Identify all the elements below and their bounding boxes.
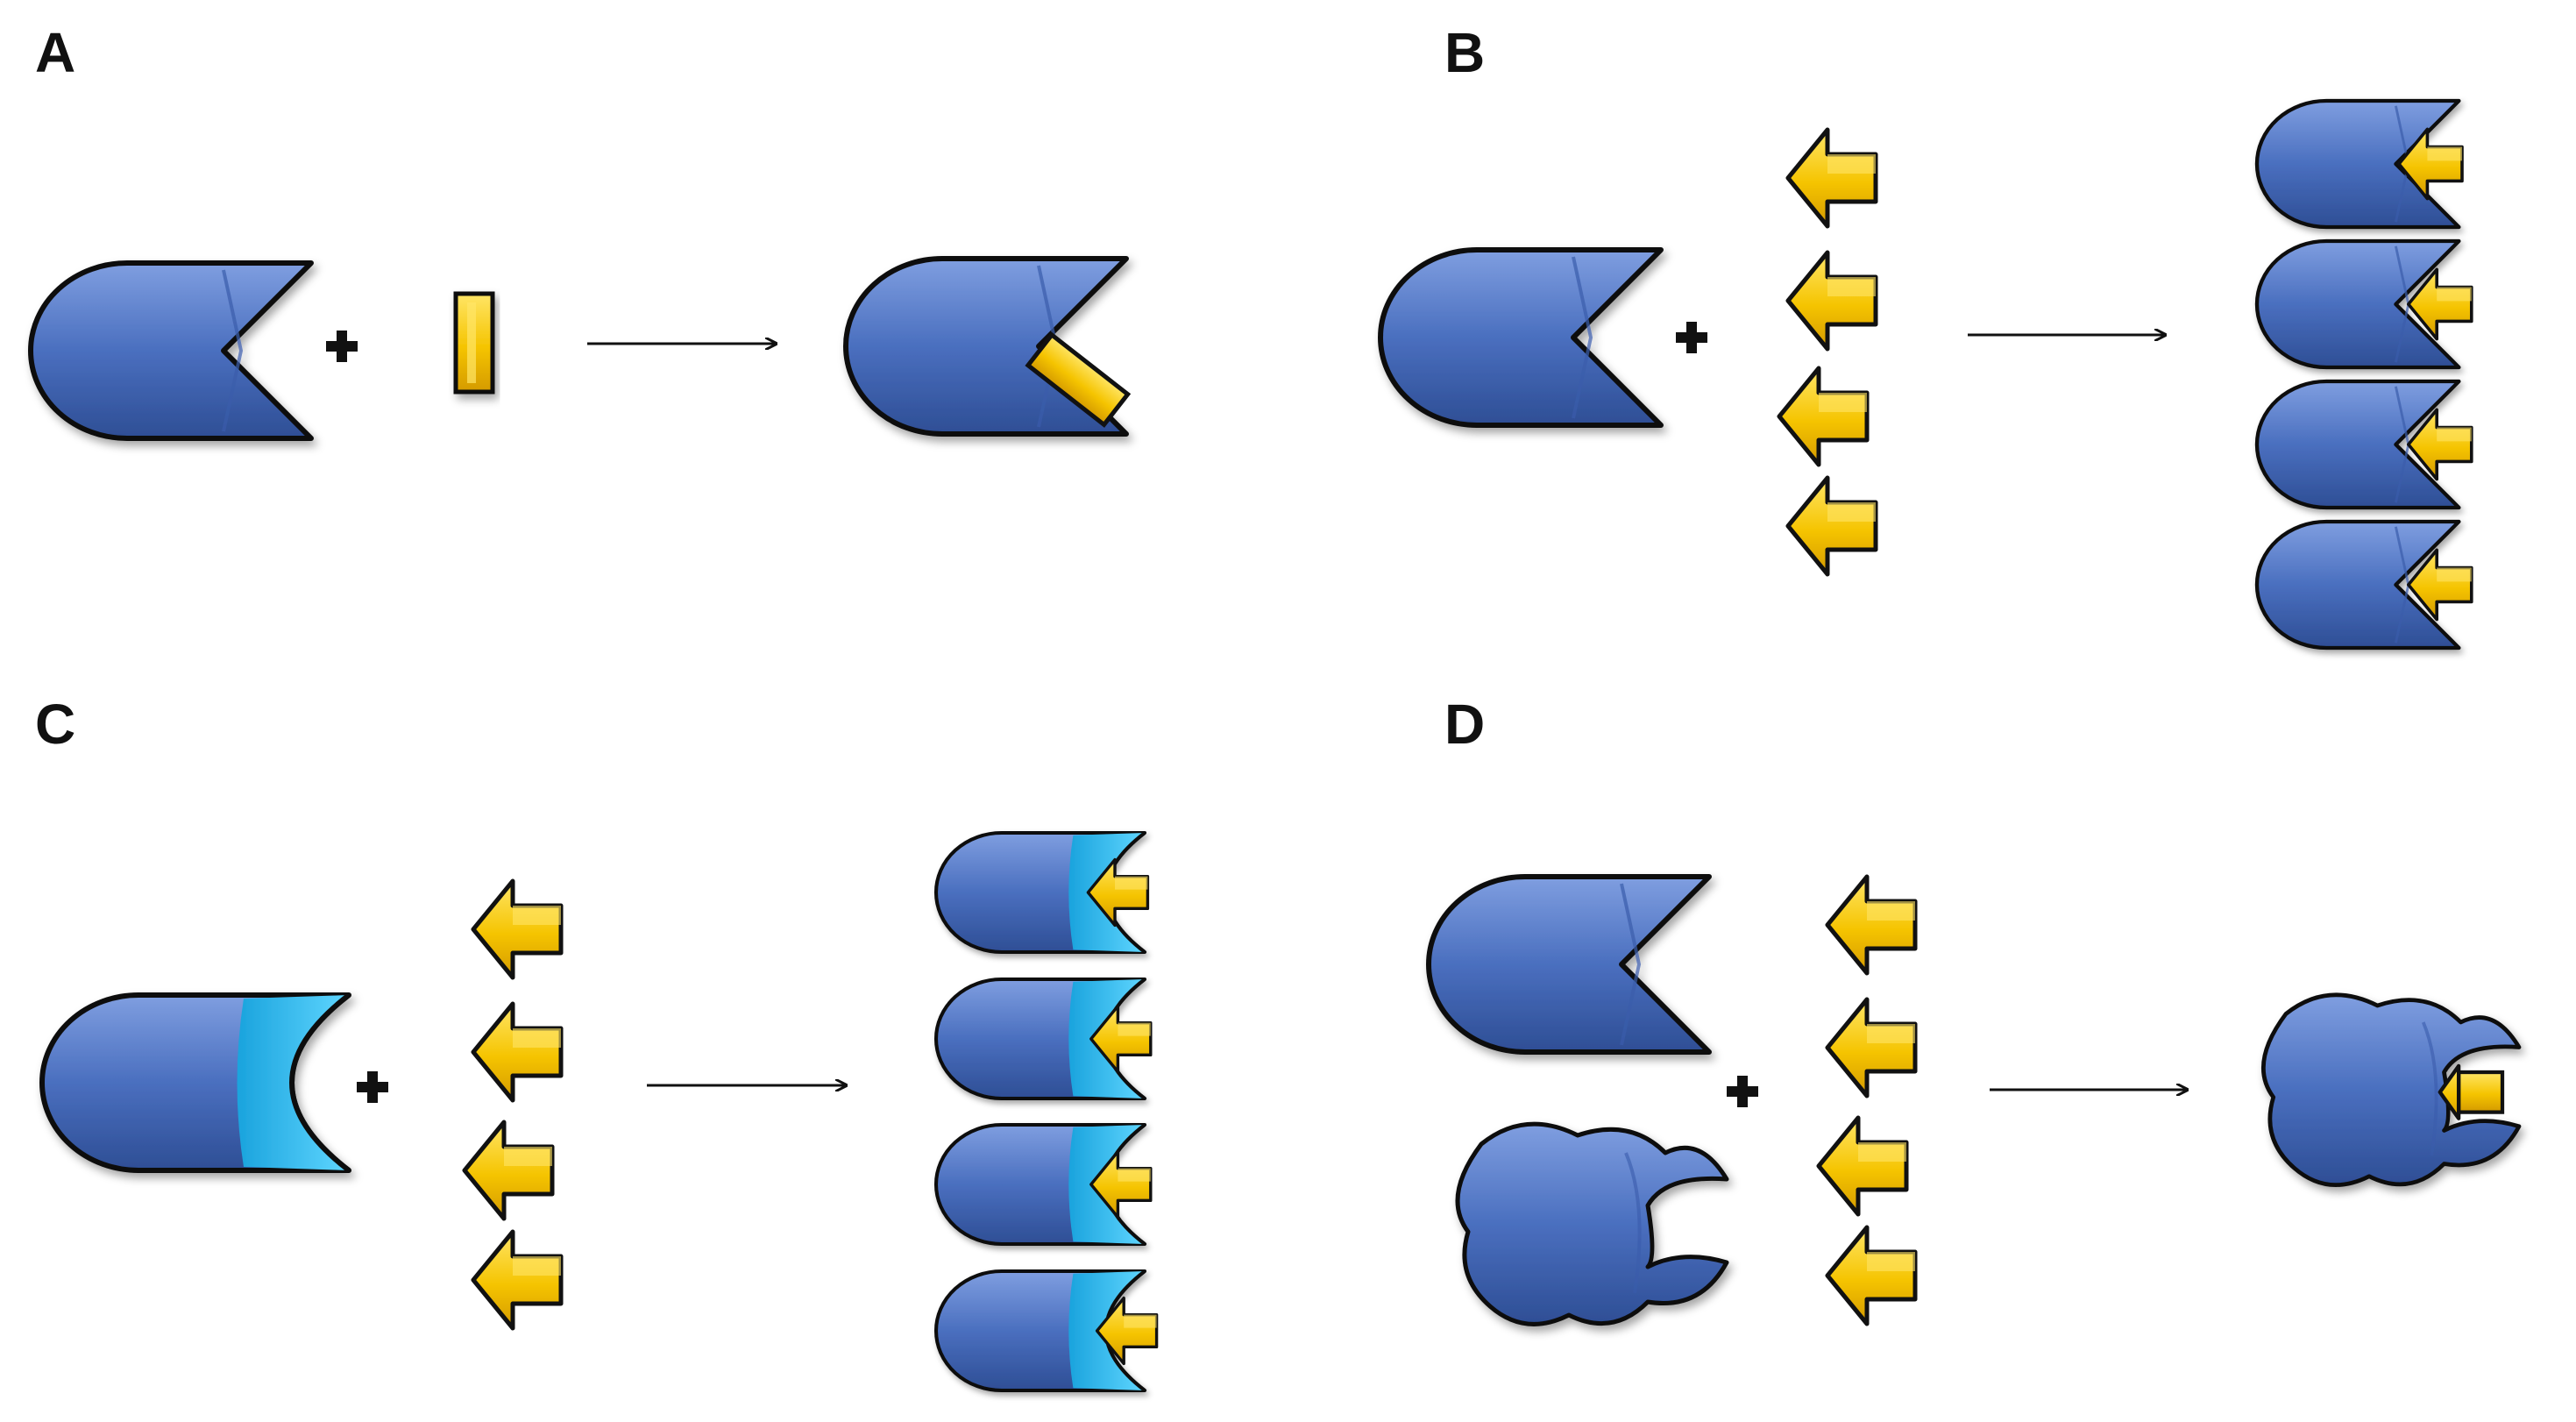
- complex-c-4: [936, 1271, 1159, 1390]
- panel-label-a: A: [35, 21, 75, 84]
- plus-icon: [1727, 1076, 1758, 1107]
- irregular-receptor-icon: [1458, 1124, 1727, 1324]
- ligand-variant-1-icon: [1788, 130, 1876, 226]
- panel-c: C: [35, 693, 1159, 1390]
- adaptive-receptor-icon: [42, 995, 349, 1170]
- ligand-variant-2-icon: [473, 1004, 561, 1100]
- plus-icon: [1676, 322, 1707, 353]
- ligand-variant-1-icon: [473, 881, 561, 978]
- ligand-variant-2-icon: [1788, 252, 1876, 349]
- receptor-icon: [1380, 250, 1661, 425]
- ligand-variant-4-icon: [1788, 478, 1876, 574]
- bound-ligand-icon: [1025, 331, 1132, 428]
- receptor-icon: [31, 263, 311, 438]
- ligand-variant-3-icon: [1819, 1118, 1906, 1214]
- ligand-variant-4-icon: [1827, 1227, 1915, 1324]
- ligand-variant-4-icon: [473, 1232, 561, 1328]
- panel-label-c: C: [35, 693, 75, 756]
- complex-b-2: [2257, 241, 2473, 367]
- panel-a: A: [31, 21, 1132, 438]
- ligand-variant-3-icon: [1779, 368, 1867, 465]
- complex-c-2: [936, 979, 1153, 1098]
- plus-icon: [326, 331, 358, 362]
- receptor-icon: [1429, 877, 1709, 1052]
- panel-d: D: [1429, 693, 2519, 1324]
- panel-label-b: B: [1444, 21, 1485, 84]
- ligand-variant-1-icon: [1827, 877, 1915, 973]
- ligand-variant-3-icon: [465, 1122, 552, 1219]
- ligand-variant-2-icon: [1827, 999, 1915, 1096]
- plus-icon: [357, 1071, 388, 1103]
- complex-b-1: [2257, 101, 2464, 227]
- complex-c-3: [936, 1125, 1153, 1244]
- complex-b-3: [2257, 381, 2473, 508]
- panel-label-d: D: [1444, 693, 1485, 756]
- panel-b: B: [1380, 21, 2473, 648]
- rigid-ligand-icon: [453, 291, 495, 395]
- complex-c-1: [936, 833, 1150, 952]
- complex-b-4: [2257, 522, 2473, 648]
- complex-d: [2263, 995, 2519, 1185]
